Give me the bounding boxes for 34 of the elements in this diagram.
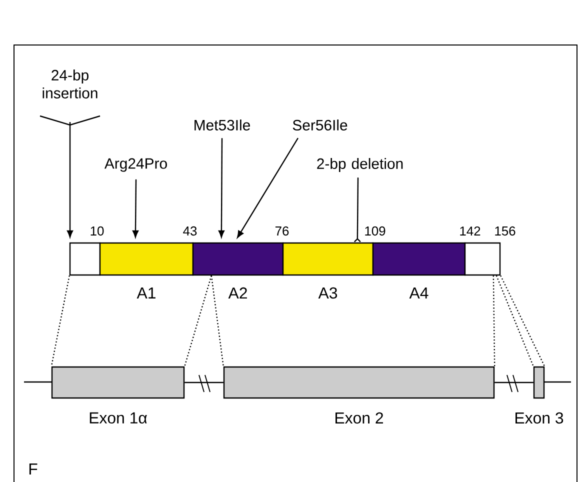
- panel-letter: F: [29, 464, 38, 474]
- arrow: [218, 138, 224, 238]
- domain-segment: [464, 242, 501, 276]
- marker-line: [354, 178, 361, 242]
- exon-label: Exon 3: [516, 412, 564, 424]
- intron-line: [184, 382, 224, 384]
- position-number: 142: [460, 226, 480, 236]
- exon-label: Exon 1α: [90, 412, 147, 424]
- mutation-label: Met53Ile: [194, 120, 250, 130]
- dotted-line: [492, 276, 496, 366]
- position-number: 109: [365, 226, 386, 236]
- mutation-label: 2-bp deletion: [317, 158, 403, 172]
- domain-label: A2: [228, 287, 247, 299]
- domain-label: A1: [136, 288, 156, 298]
- position-number: 76: [275, 226, 289, 236]
- dotted-line: [210, 276, 224, 366]
- dotted-line: [500, 275, 546, 367]
- mutation-label: 24-bp insertion: [42, 70, 98, 98]
- mutation-label: Arg24Pro: [104, 158, 167, 172]
- arrow: [237, 138, 299, 238]
- position-number: 43: [183, 226, 197, 236]
- position-number: 156: [495, 226, 516, 236]
- domain-label: A3: [318, 287, 338, 299]
- domain-label: A4: [409, 288, 428, 298]
- dotted-line: [496, 275, 534, 367]
- dotted-line: [50, 275, 70, 366]
- arrow: [66, 122, 74, 238]
- domain-segment: [69, 242, 101, 276]
- mutation-label: Ser56Ile: [292, 120, 348, 130]
- intron-line: [494, 382, 534, 384]
- dotted-line: [184, 275, 212, 367]
- arrow: [132, 179, 139, 238]
- position-number: 10: [90, 226, 104, 236]
- exon-label: Exon 2: [336, 412, 383, 424]
